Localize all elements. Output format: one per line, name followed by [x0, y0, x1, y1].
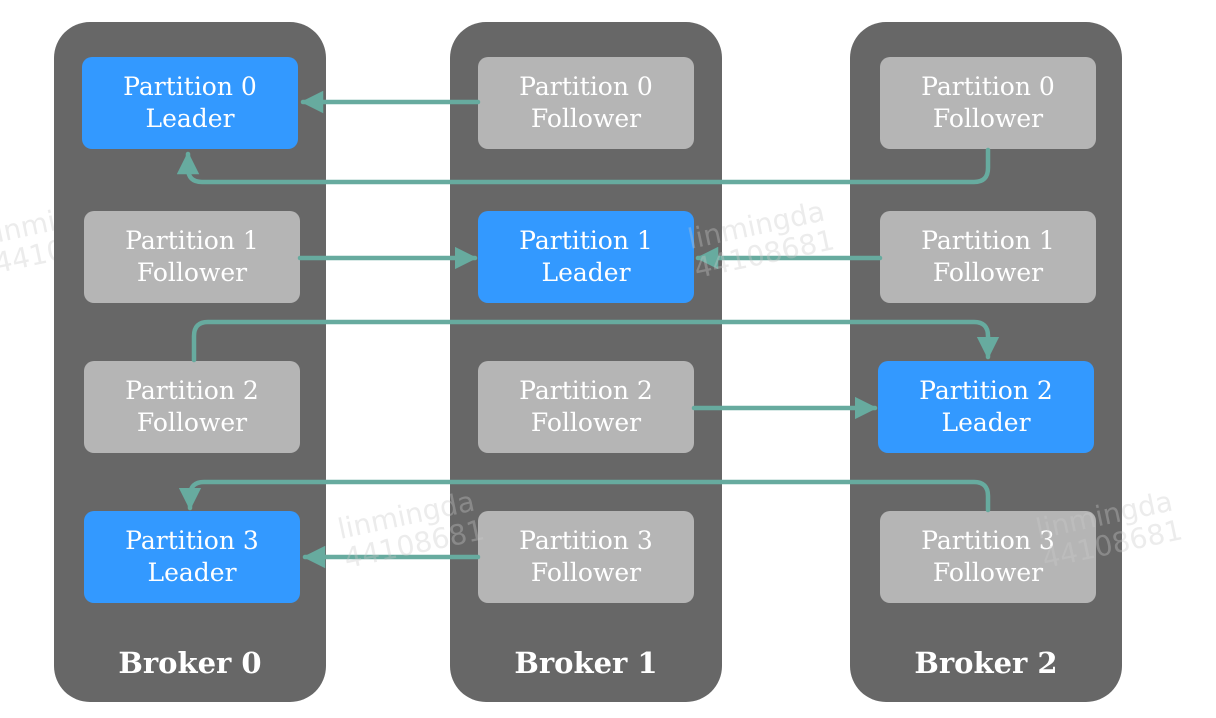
partition-2-leader-box: Partition 2 Leader: [878, 361, 1094, 453]
partition-role: Follower: [530, 408, 642, 437]
partition-title: Partition 3: [125, 526, 259, 555]
partition-role: Leader: [541, 258, 631, 287]
partition-1-leader-box: Partition 1 Leader: [478, 211, 694, 303]
partition-role: Follower: [530, 558, 642, 587]
partition-title: Partition 0: [123, 72, 257, 101]
partition-title: Partition 2: [125, 376, 259, 405]
broker-0-column: Partition 0 Leader Partition 1 Follower …: [54, 22, 326, 702]
partition-title: Partition 1: [125, 226, 259, 255]
partition-role: Leader: [145, 104, 235, 133]
partition-role: Leader: [147, 558, 237, 587]
partition-1-follower-box: Partition 1 Follower: [880, 211, 1096, 303]
broker-label: Broker 2: [914, 646, 1058, 680]
partition-role: Follower: [136, 258, 248, 287]
partition-title: Partition 1: [921, 226, 1055, 255]
partition-role: Follower: [932, 558, 1044, 587]
broker-label: Broker 0: [118, 646, 262, 680]
broker-2-column: Partition 0 Follower Partition 1 Followe…: [850, 22, 1122, 702]
partition-0-leader-box: Partition 0 Leader: [82, 57, 298, 149]
partition-3-follower-box: Partition 3 Follower: [478, 511, 694, 603]
partition-title: Partition 1: [519, 226, 653, 255]
partition-role: Follower: [136, 408, 248, 437]
broker-1-column: Partition 0 Follower Partition 1 Leader …: [450, 22, 722, 702]
partition-0-follower-box: Partition 0 Follower: [478, 57, 694, 149]
partition-role: Follower: [932, 104, 1044, 133]
partition-title: Partition 3: [519, 526, 653, 555]
partition-3-follower-box: Partition 3 Follower: [880, 511, 1096, 603]
partition-title: Partition 2: [519, 376, 653, 405]
partition-role: Follower: [530, 104, 642, 133]
partition-0-follower-box: Partition 0 Follower: [880, 57, 1096, 149]
partition-2-follower-box: Partition 2 Follower: [84, 361, 300, 453]
partition-title: Partition 0: [519, 72, 653, 101]
partition-title: Partition 3: [921, 526, 1055, 555]
partition-3-leader-box: Partition 3 Leader: [84, 511, 300, 603]
partition-1-follower-box: Partition 1 Follower: [84, 211, 300, 303]
broker-label: Broker 1: [514, 646, 658, 680]
partition-title: Partition 0: [921, 72, 1055, 101]
partition-role: Leader: [941, 408, 1031, 437]
partition-2-follower-box: Partition 2 Follower: [478, 361, 694, 453]
partition-role: Follower: [932, 258, 1044, 287]
partition-title: Partition 2: [919, 376, 1053, 405]
